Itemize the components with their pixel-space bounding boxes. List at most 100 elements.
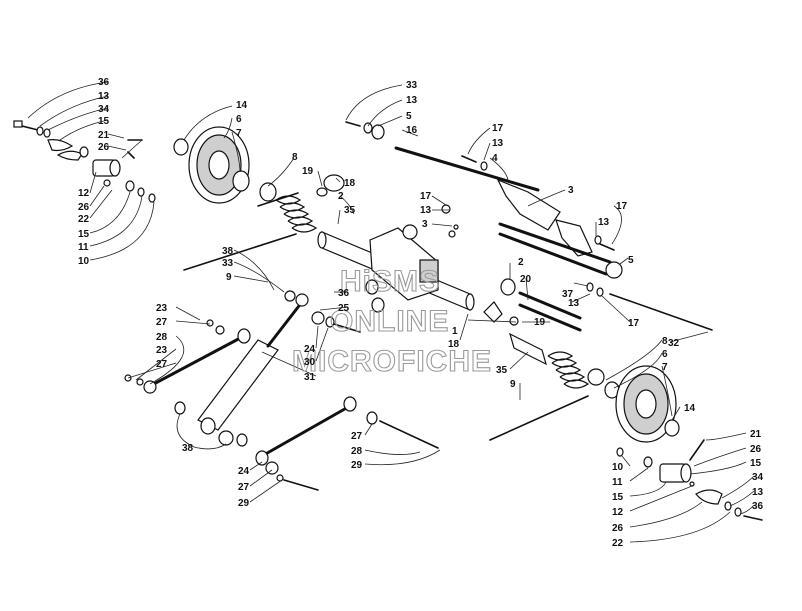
watermark-line-1: HiSMS [340,265,440,298]
callout-18: 18 [344,178,356,189]
callout-26: 26 [98,142,110,153]
callout-23: 23 [156,303,168,314]
callout-13: 13 [420,205,432,216]
callout-33: 33 [222,258,234,269]
callout-22: 22 [612,538,624,549]
callout-11: 11 [612,477,623,488]
callout-27: 27 [156,317,168,328]
callout-15: 15 [612,492,624,503]
callout-19: 19 [534,317,546,328]
lower-right-bolt-stack [616,439,763,521]
callout-16: 16 [406,125,418,136]
callout-3: 3 [568,185,574,196]
upper-left-torsion-spring [183,192,318,271]
callout-10: 10 [612,462,624,473]
callout-29: 29 [238,498,250,509]
callout-37: 37 [562,289,574,300]
callout-8: 8 [292,152,298,163]
callout-26: 26 [612,523,624,534]
callout-25: 25 [338,303,350,314]
callout-2: 2 [518,257,524,268]
callout-24: 24 [304,344,316,355]
callout-36: 36 [98,77,110,88]
lower-right-idler-wheel [587,365,680,443]
callout-1: 1 [452,326,458,337]
callout-9: 9 [510,379,516,390]
callout-28: 28 [156,332,168,343]
callout-2: 2 [338,191,344,202]
callout-13: 13 [406,95,418,106]
callout-17: 17 [616,201,628,212]
callout-21: 21 [750,429,762,440]
parts-drawing [13,120,763,521]
callout-4: 4 [492,153,498,164]
callout-15: 15 [750,458,762,469]
callout-35: 35 [496,365,508,376]
callout-13: 13 [598,217,610,228]
callout-3: 3 [422,219,428,230]
callout-22: 22 [78,214,90,225]
callout-23: 23 [156,345,168,356]
callout-9: 9 [226,272,232,283]
callout-32: 32 [668,338,680,349]
callout-13: 13 [98,91,110,102]
callout-21: 21 [98,130,110,141]
lower-right-torsion-spring [489,351,590,441]
callout-labels: 36 13 34 15 21 26 12 26 22 15 11 10 14 6… [78,77,764,549]
shock-absorber [197,290,361,447]
callout-35: 35 [344,205,356,216]
callout-14: 14 [684,403,696,414]
lower-linkage-arm [255,396,439,491]
callout-15: 15 [78,229,90,240]
watermark: HiSMS ONLINE MICROFICHE [291,264,492,378]
upper-left-idler-wheel [173,126,277,204]
callout-31: 31 [304,372,316,383]
callout-20: 20 [520,274,532,285]
callout-24: 24 [238,466,250,477]
callout-6: 6 [236,114,242,125]
left-linkage-arm [124,319,251,415]
callout-27: 27 [238,482,250,493]
watermark-line-2: ONLINE [330,305,449,338]
callout-29: 29 [351,460,363,471]
callout-8: 8 [662,336,668,347]
callout-7: 7 [236,128,242,139]
callout-17: 17 [420,191,432,202]
callout-34: 34 [98,104,110,115]
leader-lines [27,81,755,543]
callout-38: 38 [182,443,194,454]
callout-27: 27 [351,431,363,442]
center-cross-shaft [316,174,475,313]
callout-11: 11 [78,242,89,253]
callout-19: 19 [302,166,314,177]
callout-36: 36 [752,501,764,512]
callout-17: 17 [492,123,504,134]
upper-left-bolt-stack [13,120,156,203]
callout-28: 28 [351,446,363,457]
callout-17: 17 [628,318,640,329]
callout-30: 30 [304,357,316,368]
callout-13: 13 [492,138,504,149]
watermark-line-3: MICROFICHE [292,345,492,378]
right-center-rod [483,278,582,366]
callout-26: 26 [78,202,90,213]
callout-13: 13 [568,298,580,309]
callout-12: 12 [612,507,624,518]
callout-33: 33 [406,80,418,91]
callout-5: 5 [628,255,634,266]
callout-27: 27 [156,359,168,370]
callout-15: 15 [98,116,110,127]
callout-18: 18 [448,339,460,350]
callout-36: 36 [338,288,350,299]
callout-14: 14 [236,100,248,111]
callout-38: 38 [222,246,234,257]
callout-5: 5 [406,111,412,122]
callout-12: 12 [78,188,90,199]
callout-26: 26 [750,444,762,455]
callout-6: 6 [662,349,668,360]
callout-10: 10 [78,256,90,267]
callout-13: 13 [752,487,764,498]
callout-34: 34 [752,472,764,483]
upper-right-shaft-and-bracket [345,121,713,331]
